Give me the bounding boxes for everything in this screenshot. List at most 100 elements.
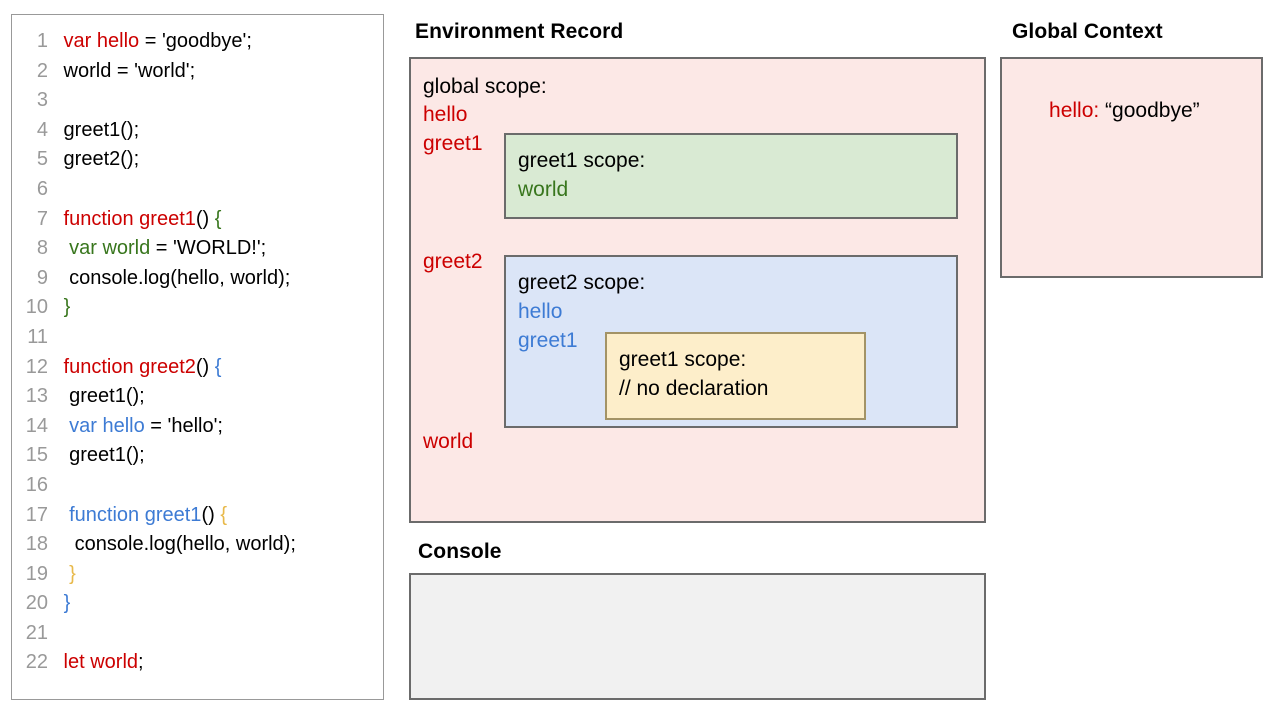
code-text: function greet1() { bbox=[58, 504, 227, 527]
code-token: = 'goodbye'; bbox=[139, 30, 252, 52]
code-token: greet1(); bbox=[58, 118, 140, 141]
greet2-scope-binding-hello: hello bbox=[518, 300, 563, 323]
global-context-entry-value: “goodbye” bbox=[1099, 99, 1200, 122]
code-token: = 'WORLD!'; bbox=[150, 237, 267, 260]
code-token: () bbox=[201, 503, 221, 526]
inner-greet1-scope-heading: greet1 scope: bbox=[619, 348, 747, 371]
greet2-scope-box: greet2 scope: hello greet1 greet1 scope:… bbox=[504, 255, 958, 428]
greet2-scope-binding-greet1: greet1 bbox=[518, 329, 578, 352]
code-token: var world bbox=[58, 237, 151, 260]
code-token: function greet1 bbox=[58, 503, 202, 526]
code-text: var hello = 'goodbye'; bbox=[58, 30, 252, 53]
environment-record-panel: global scope: hello greet1 greet2 world … bbox=[409, 57, 986, 523]
code-line: 22 let world; bbox=[12, 651, 383, 681]
code-text: greet1(); bbox=[58, 385, 145, 408]
line-number: 21 bbox=[25, 621, 48, 644]
line-number: 17 bbox=[25, 503, 48, 526]
line-number: 9 bbox=[36, 266, 48, 289]
line-number: 5 bbox=[36, 148, 48, 171]
code-text: function greet2() { bbox=[58, 355, 222, 379]
code-token: function greet1 bbox=[58, 207, 196, 230]
code-line: 1 var hello = 'goodbye'; bbox=[12, 30, 383, 60]
code-token: () bbox=[195, 355, 215, 378]
code-line: 9 console.log(hello, world); bbox=[12, 267, 383, 297]
code-token: } bbox=[63, 296, 71, 319]
code-text: var hello = 'hello'; bbox=[58, 415, 223, 438]
code-token: } bbox=[69, 562, 76, 585]
line-number: 12 bbox=[25, 355, 48, 378]
line-number: 10 bbox=[25, 296, 48, 319]
code-token: greet1(); bbox=[58, 444, 145, 467]
code-token: console.log(hello, world); bbox=[58, 533, 296, 556]
line-number: 14 bbox=[25, 414, 48, 437]
code-text: greet2(); bbox=[58, 148, 140, 171]
code-text: console.log(hello, world); bbox=[58, 267, 290, 290]
line-number: 16 bbox=[25, 473, 48, 496]
line-number: 8 bbox=[36, 237, 48, 260]
code-token: world = 'world'; bbox=[58, 59, 196, 82]
line-number: 19 bbox=[25, 562, 48, 585]
code-line: 18 console.log(hello, world); bbox=[12, 533, 383, 563]
code-text: } bbox=[58, 296, 71, 319]
console-title: Console bbox=[418, 540, 502, 563]
greet1-scope-box: greet1 scope: world bbox=[504, 133, 958, 219]
greet1-scope-heading: greet1 scope: bbox=[518, 149, 646, 172]
console-panel bbox=[409, 573, 986, 700]
line-number: 2 bbox=[36, 59, 48, 82]
code-line: 10 } bbox=[12, 296, 383, 326]
code-token: greet1(); bbox=[58, 385, 145, 408]
line-number: 18 bbox=[25, 533, 48, 556]
code-token: let world bbox=[58, 651, 139, 674]
code-line: 20 } bbox=[12, 592, 383, 622]
code-line: 2 world = 'world'; bbox=[12, 60, 383, 90]
code-token: var hello bbox=[58, 414, 145, 437]
line-number: 22 bbox=[25, 651, 48, 674]
code-token: } bbox=[63, 592, 71, 615]
line-number: 15 bbox=[25, 444, 48, 467]
line-number: 7 bbox=[36, 207, 48, 230]
code-token: () bbox=[195, 207, 215, 230]
code-token: = 'hello'; bbox=[144, 414, 223, 437]
code-token: { bbox=[220, 503, 228, 526]
code-line: 13 greet1(); bbox=[12, 385, 383, 415]
code-text: world = 'world'; bbox=[58, 59, 196, 83]
line-number: 1 bbox=[36, 30, 48, 52]
code-line: 7 function greet1() { bbox=[12, 208, 383, 238]
code-line: 5 greet2(); bbox=[12, 148, 383, 178]
line-number: 6 bbox=[36, 177, 48, 200]
code-text: } bbox=[58, 592, 71, 615]
code-token: { bbox=[214, 355, 222, 378]
code-line: 16 bbox=[12, 474, 383, 504]
code-line: 14 var hello = 'hello'; bbox=[12, 415, 383, 445]
code-token: var hello bbox=[58, 30, 140, 52]
global-context-panel: hello: “goodbye” bbox=[1000, 57, 1263, 278]
code-line: 17 function greet1() { bbox=[12, 504, 383, 534]
code-token: console.log(hello, world); bbox=[58, 266, 291, 289]
code-line: 3 bbox=[12, 89, 383, 119]
code-text: console.log(hello, world); bbox=[58, 533, 296, 556]
code-text: greet1(); bbox=[58, 118, 140, 142]
line-number: 20 bbox=[25, 592, 48, 615]
code-token: ; bbox=[138, 651, 144, 674]
code-line: 6 bbox=[12, 178, 383, 208]
code-line: 11 bbox=[12, 326, 383, 356]
code-line: 21 bbox=[12, 622, 383, 652]
global-context-title: Global Context bbox=[1012, 20, 1163, 43]
line-number: 13 bbox=[25, 385, 48, 408]
line-number: 11 bbox=[27, 325, 48, 348]
code-line: 12 function greet2() { bbox=[12, 356, 383, 386]
code-token bbox=[58, 563, 69, 585]
code-text: greet1(); bbox=[58, 444, 145, 467]
code-line: 15 greet1(); bbox=[12, 444, 383, 474]
greet2-scope-heading: greet2 scope: bbox=[518, 271, 646, 294]
line-number: 4 bbox=[36, 118, 48, 141]
code-token: greet2(); bbox=[58, 148, 140, 171]
inner-greet1-scope-box: greet1 scope: // no declaration bbox=[605, 332, 866, 420]
code-line: 4 greet1(); bbox=[12, 119, 383, 149]
console-output bbox=[411, 575, 984, 698]
environment-record-title: Environment Record bbox=[415, 20, 624, 43]
global-scope-heading: global scope: bbox=[423, 75, 547, 98]
code-line: 19 } bbox=[12, 563, 383, 593]
greet1-scope-binding-world: world bbox=[518, 178, 569, 201]
